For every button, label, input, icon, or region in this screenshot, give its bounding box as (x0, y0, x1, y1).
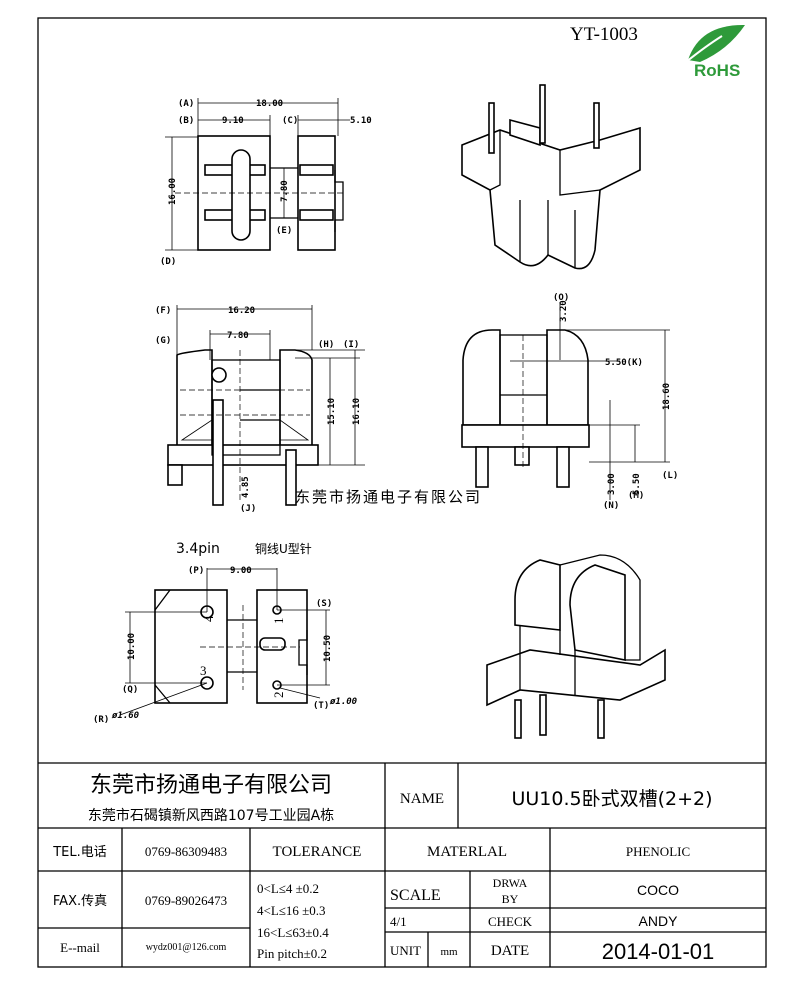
side-view-dim-m: 5.50 (632, 473, 642, 495)
part-name: UU10.5卧式双槽(2+2) (511, 788, 712, 810)
top-view-dim-b: 9.10 (222, 116, 244, 126)
title-block-tel-value: 0769-86309483 (145, 844, 227, 859)
front-view: (F) 16.20 (G) 7.80 (H) (I) 15.10 16.10 4… (155, 305, 365, 514)
title-block-fax-value: 0769-89026473 (145, 893, 227, 908)
title-block-tolerances-0: 0<L≤4 ±0.2 (257, 881, 319, 896)
bottom-view-dim-s: 10.50 (323, 635, 333, 662)
title-block-tolerances-2: 16<L≤63±0.4 (257, 925, 329, 940)
bottom-view-title: 3.4pin (176, 541, 220, 557)
title-block-check-value: ANDY (639, 913, 679, 929)
top-view-dim-d: 16.00 (168, 178, 178, 205)
title-block-unit-value: mm (440, 946, 458, 958)
watermark: 东莞市扬通电子有限公司 (295, 488, 482, 506)
front-view-dim-g: 7.80 (227, 331, 249, 341)
bottom-view-dim-t: ø1.00 (329, 697, 358, 707)
front-view-dim-f: 16.20 (228, 306, 255, 316)
isometric-view-top (461, 84, 641, 270)
side-view-L: (L) (662, 471, 678, 481)
part-code: YT-1003 (570, 24, 638, 45)
top-view-E: (E) (276, 226, 292, 236)
side-view: (O) 3.20 5.50(K) 18.60 (L) 3.00 (N) 5.50… (461, 293, 678, 511)
bottom-view-Q: (Q) (122, 685, 138, 695)
bottom-view-pins-0: 4 (201, 615, 216, 622)
front-view-I: (I) (343, 340, 359, 350)
top-view: (A) 18.00 (B) 9.10 (C) 5.10 (D) (E) 16.0… (160, 98, 372, 267)
title-block-unit-label: UNIT (390, 943, 421, 958)
bottom-view-P: (P) (188, 566, 204, 576)
front-view-G: (G) (155, 336, 171, 346)
date-value: 2014-01-01 (602, 939, 715, 964)
title-block: 东莞市扬通电子有限公司 东莞市石碣镇新风西路107号工业园A栋 NAME UU1… (38, 762, 766, 967)
title-block-scale-value: 4/1 (390, 914, 407, 929)
title-block-tel-label: TEL.电话 (52, 845, 107, 860)
company-address: 东莞市石碣镇新风西路107号工业园A栋 (88, 807, 334, 824)
title-block-drawn-by-label-1: DRWA (493, 876, 528, 890)
title-block-name-label: NAME (400, 791, 444, 807)
top-view-dim-e: 7.80 (280, 180, 290, 202)
sheet-border (37, 17, 767, 968)
top-view-D: (D) (160, 257, 176, 267)
bottom-view-dim-r: ø1.60 (111, 711, 140, 721)
side-view-dim-n: 3.00 (607, 473, 617, 495)
side-view-M: (M) (628, 491, 644, 501)
title-block-email-value: wydz001@126.com (146, 942, 227, 953)
bottom-view-pins-3: 2 (271, 692, 286, 699)
bottom-view-S: (S) (316, 599, 332, 609)
title-block-check-label: CHECK (488, 914, 533, 929)
title-block-drawn-by-value: COCO (637, 882, 679, 898)
bottom-view-T: (T) (313, 701, 329, 711)
bottom-view-R: (R) (93, 715, 109, 725)
company-name: 东莞市扬通电子有限公司 (90, 773, 332, 798)
rohs-logo: RoHS (685, 24, 745, 80)
side-view-K: 5.50(K) (605, 358, 643, 368)
title-block-material-value: PHENOLIC (626, 844, 690, 859)
title-block-fax-label: FAX.传真 (53, 894, 107, 909)
bottom-view-pins-1: 3 (200, 663, 207, 678)
side-view-N: (N) (603, 501, 619, 511)
top-view-A: (A) (178, 99, 194, 109)
title-block-date-label: DATE (491, 943, 529, 959)
front-view-dim-i: 16.10 (352, 398, 362, 425)
bottom-view-subtitle: 铜线U型针 (255, 541, 312, 556)
title-block-drawn-by-label-2: BY (502, 892, 519, 906)
title-block-email-label: E--mail (60, 940, 100, 955)
title-block-tolerances-1: 4<L≤16 ±0.3 (257, 903, 326, 918)
bottom-view-dim-p: 9.00 (230, 566, 252, 576)
bottom-view: 3.4pin 铜线U型针 4 3 1 2 (P) 9.00 10.00 (Q) (93, 541, 358, 725)
isometric-view-bottom (486, 554, 666, 739)
front-view-F: (F) (155, 306, 171, 316)
side-view-dim-l: 18.60 (662, 383, 672, 410)
top-view-dim-a: 18.00 (256, 99, 283, 109)
header-rohs-logo: RoHS (694, 61, 740, 80)
title-block-tolerances-3: Pin pitch±0.2 (257, 946, 327, 961)
top-view-dim-c: 5.10 (350, 116, 372, 126)
front-view-dim-h: 15.10 (327, 398, 337, 425)
side-view-O: (O) (553, 293, 569, 303)
top-view-B: (B) (178, 116, 194, 126)
bottom-view-dim-q: 10.00 (127, 633, 137, 660)
bottom-view-pins-2: 1 (271, 618, 286, 625)
front-view-J: (J) (240, 504, 256, 514)
front-view-dim-j: 4.85 (241, 476, 251, 498)
title-block-material-label: MATERLAL (427, 844, 507, 860)
title-block-tolerance-label: TOLERANCE (273, 844, 362, 860)
front-view-H: (H) (318, 340, 334, 350)
top-view-C: (C) (282, 116, 298, 126)
side-view-dim-o: 3.20 (559, 300, 569, 322)
title-block-scale-label: SCALE (390, 887, 441, 904)
